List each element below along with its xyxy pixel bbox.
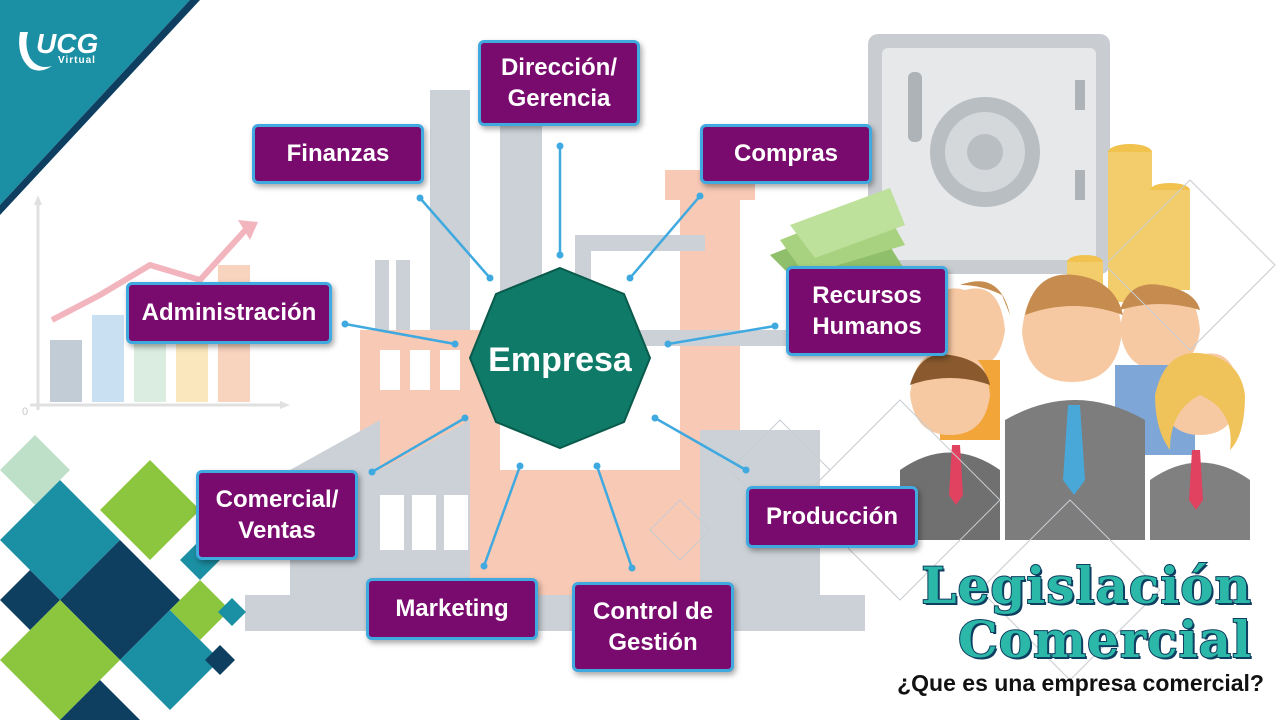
node-produccion: Producción [746, 486, 918, 548]
connector-dot-administracion-hub [451, 340, 459, 348]
connector-dot-finanzas-node [416, 194, 424, 202]
connector-finanzas [419, 197, 491, 279]
connector-dot-marketing-hub [516, 462, 524, 470]
connector-administracion [344, 322, 456, 346]
node-control-gestion: Control de Gestión [572, 582, 734, 672]
connector-dot-comercial-node [368, 468, 376, 476]
connector-rrhh [667, 324, 776, 346]
node-administracion: Administración [126, 282, 332, 344]
connector-control [595, 465, 634, 569]
connector-dot-administracion-node [341, 320, 349, 328]
connector-dot-rrhh-hub [664, 340, 672, 348]
connector-compras [629, 195, 701, 279]
connector-dot-direccion-node [556, 142, 564, 150]
connector-dot-finanzas-hub [486, 274, 494, 282]
hub-octagon [468, 266, 652, 450]
connector-dot-marketing-node [480, 562, 488, 570]
title-line-2: Comercial [957, 609, 1252, 670]
title-line-1: Legislación [920, 555, 1252, 616]
connector-comercial [371, 416, 466, 474]
svg-text:0: 0 [22, 406, 28, 418]
subtitle: ¿Que es una empresa comercial? [897, 670, 1264, 696]
node-recursos-humanos: Recursos Humanos [786, 266, 948, 356]
connector-dot-comercial-hub [461, 414, 469, 422]
node-direccion-gerencia: Dirección/ Gerencia [478, 40, 640, 126]
connector-marketing [482, 465, 522, 567]
connector-dot-produccion-node [742, 466, 750, 474]
logo-brand: UCG [36, 28, 99, 59]
connector-dot-direccion-hub [556, 251, 564, 259]
node-compras: Compras [700, 124, 872, 184]
connector-dot-control-hub [593, 462, 601, 470]
hub-label: Empresa [488, 340, 632, 379]
node-marketing: Marketing [366, 578, 538, 640]
connector-dot-compras-node [696, 192, 704, 200]
node-comercial-ventas: Comercial/ Ventas [196, 470, 358, 560]
connector-dot-rrhh-node [771, 322, 779, 330]
node-finanzas: Finanzas [252, 124, 424, 184]
connector-dot-control-node [628, 564, 636, 572]
safe-graphic [868, 34, 1110, 274]
connector-dot-compras-hub [626, 274, 634, 282]
logo-swoosh-icon [19, 32, 52, 71]
logo-sub: Virtual [58, 55, 96, 66]
diamond-decorations [649, 179, 1276, 681]
connector-produccion [654, 416, 747, 472]
corner-geometric-decoration [0, 435, 246, 720]
connector-dot-produccion-hub [651, 414, 659, 422]
